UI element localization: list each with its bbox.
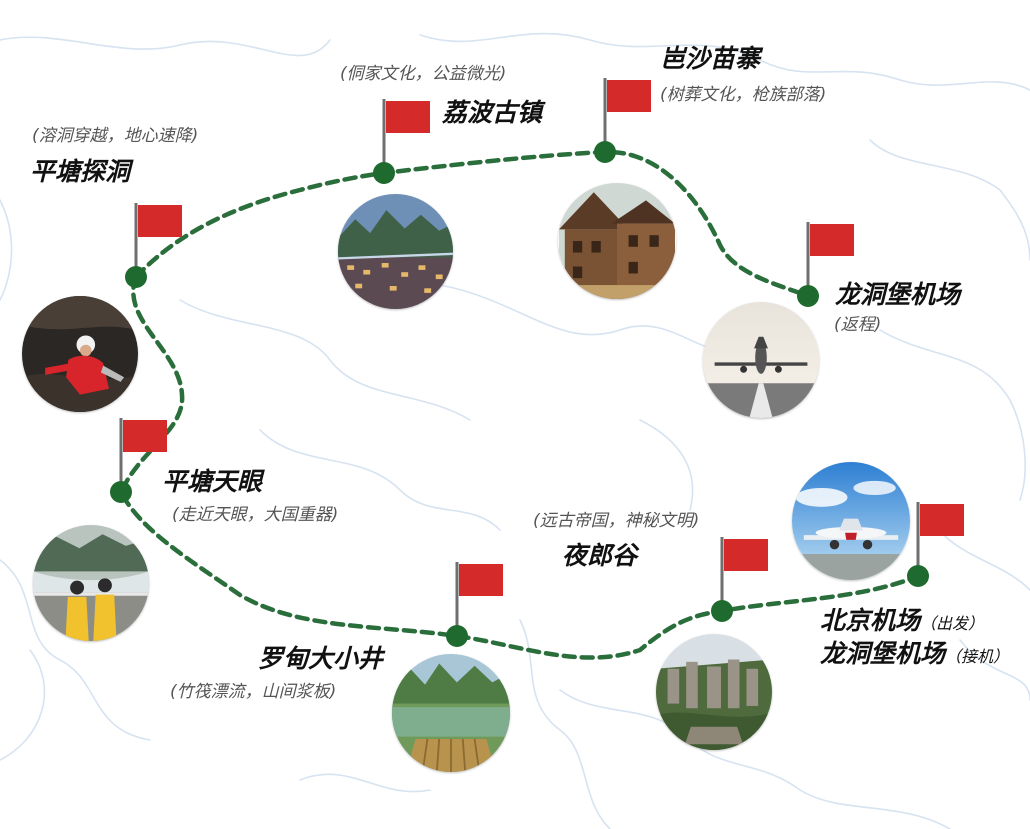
red-flag-icon [138, 205, 182, 237]
flag-marker-longdongbao-return [797, 222, 854, 307]
red-flag-icon [386, 101, 430, 133]
red-flag-icon [459, 564, 503, 596]
route-node-dot [594, 141, 616, 163]
stop-name-luodian: 罗甸大小井 [258, 644, 384, 673]
photo-pingtang-fast [33, 525, 149, 641]
longdongbao-pickup-note: （接机） [945, 647, 1010, 666]
beijing-airport-name: 北京机场 [820, 606, 921, 635]
red-flag-icon [607, 80, 651, 112]
route-node-dot [797, 285, 819, 307]
stop-name-longdongbao-pickup: 龙洞堡机场（接机） [820, 640, 1009, 668]
flag-markers [110, 78, 964, 647]
photo-beijing-airport [792, 462, 910, 580]
beijing-airport-note: （出发） [920, 614, 985, 633]
cave-climber-icon [22, 296, 138, 412]
route-node-dot [446, 625, 468, 647]
airplane-sky-icon [792, 462, 910, 580]
photo-basha [558, 183, 676, 299]
photo-luodian [392, 654, 510, 772]
route-node-dot [125, 266, 147, 288]
flag-marker-pingtang-fast [110, 418, 167, 503]
route-node-dot [907, 565, 929, 587]
longdongbao-pickup-name: 龙洞堡机场 [820, 639, 946, 668]
stop-name-basha: 岜沙苗寨 [660, 44, 761, 73]
stop-name-libo: 荔波古镇 [442, 98, 543, 127]
stop-desc-yelang: (远古帝国，神秘文明) [533, 511, 700, 531]
stop-desc-pingtang-cave: (溶洞穿越，地心速降) [32, 126, 199, 146]
telescope-visitors-icon [33, 525, 149, 641]
red-flag-icon [724, 539, 768, 571]
red-flag-icon [810, 224, 854, 256]
route-dashed-line [118, 149, 921, 660]
stop-desc-luodian: (竹筏漂流，山间浆板) [170, 682, 337, 702]
stop-name-beijing-airport: 北京机场（出发） [820, 607, 984, 635]
stop-desc-pingtang-fast: (走近天眼，大国重器) [172, 505, 339, 525]
flag-marker-pingtang-cave [125, 203, 182, 288]
photo-libo [338, 194, 453, 309]
photo-longdongbao-return [703, 302, 819, 418]
stop-desc-basha: (树葬文化，枪族部落) [660, 85, 827, 105]
route-node-dot [711, 600, 733, 622]
wooden-village-icon [559, 183, 675, 299]
stop-name-longdongbao-return: 龙洞堡机场 [835, 280, 961, 309]
flag-marker-libo [373, 99, 430, 184]
bamboo-raft-icon [392, 654, 510, 772]
ancient-town-icon [338, 194, 453, 309]
red-flag-icon [920, 504, 964, 536]
route-node-dot [373, 162, 395, 184]
stone-ruins-icon [656, 634, 772, 750]
red-flag-icon [123, 420, 167, 452]
flag-marker-yelang [711, 537, 768, 622]
route-node-dot [110, 481, 132, 503]
stop-desc-longdongbao-return: (返程) [834, 315, 882, 335]
stop-name-pingtang-cave: 平塘探洞 [30, 157, 131, 186]
flag-marker-luodian [446, 562, 503, 647]
stop-name-yelang: 夜郎谷 [562, 541, 638, 570]
airplane-runway-icon [703, 302, 819, 418]
stop-desc-libo: (侗家文化，公益微光) [340, 64, 507, 84]
flag-marker-beijing-airport [907, 502, 964, 587]
stop-name-pingtang-fast: 平塘天眼 [162, 467, 263, 496]
photo-yelang [656, 634, 772, 750]
flag-marker-basha [594, 78, 651, 163]
photo-pingtang-cave [22, 296, 138, 412]
